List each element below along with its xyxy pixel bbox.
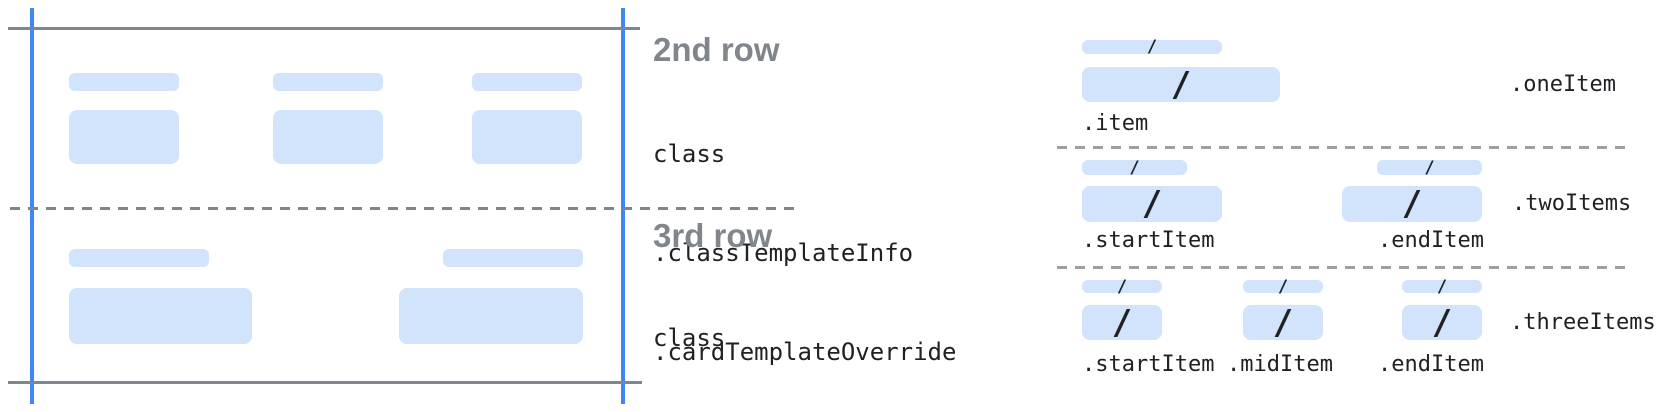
item-value-bar: / [1402,302,1482,343]
slash-icon: / [1116,276,1128,297]
layout-name: .oneItem [1510,72,1616,97]
card-bottom-edge [8,381,642,384]
item-label-bar: / [1082,157,1187,178]
layout-name: .twoItems [1512,191,1632,216]
item-value-bar: / [1082,184,1222,224]
field-label-placeholder [273,73,383,91]
item-label-bar: / [1402,277,1482,297]
item-value-bar: / [1082,64,1280,105]
slash-icon: / [1272,302,1294,343]
item-value-bar: / [1082,302,1162,343]
item-label: .startItem [1082,352,1215,377]
field-value-placeholder [69,288,252,344]
slash-icon: / [1277,276,1289,297]
item-label-bar: / [1243,277,1323,297]
item-value-bar: / [1342,184,1482,224]
class-path-line: .cardTemplateOverride [653,338,957,366]
card-top-edge [8,27,640,30]
left-guide-line [30,8,34,404]
row3-class-path: class .classTemplateInfo .cardTemplateOv… [653,256,1000,412]
slash-icon: / [1424,157,1435,178]
item-label: .midItem [1227,352,1333,377]
class-path-line: class [653,324,726,352]
right-guide-line [621,8,625,404]
item-value-bar: / [1243,302,1323,343]
field-label-placeholder [69,249,209,267]
legend-divider-dashed [1057,266,1632,269]
field-label-placeholder [472,73,582,91]
field-value-placeholder [399,288,583,344]
slash-icon: / [1146,37,1158,57]
field-label-placeholder [69,73,179,91]
field-value-placeholder [472,110,582,164]
legend-divider-dashed [1057,146,1632,149]
row3-title: 3rd row [653,217,773,254]
item-label-bar: / [1082,277,1162,297]
row2-class-path: class .classTemplateInfo .cardTemplateOv… [653,72,1000,412]
field-value-placeholder [69,110,179,164]
slash-icon: / [1401,184,1423,224]
class-path-line: .classTemplateInfo [653,239,914,267]
item-label-bar: / [1082,37,1222,57]
field-label-placeholder [443,249,583,267]
field-value-placeholder [273,110,383,164]
slash-icon: / [1111,302,1133,343]
slash-icon: / [1431,302,1453,343]
class-path-line: class [653,140,726,168]
item-label-bar: / [1377,157,1482,178]
item-label: .endItem [1378,228,1484,253]
row-divider-dashed [10,207,796,210]
slash-icon: / [1436,276,1448,297]
slash-icon: / [1129,157,1140,178]
slash-icon: / [1170,64,1192,105]
slash-icon: / [1141,184,1163,224]
layout-name: .threeItems [1510,310,1656,335]
item-label: .item [1082,111,1149,136]
item-label: .endItem [1378,352,1484,377]
row2-title: 2nd row [653,31,780,68]
item-label: .startItem [1082,228,1215,253]
